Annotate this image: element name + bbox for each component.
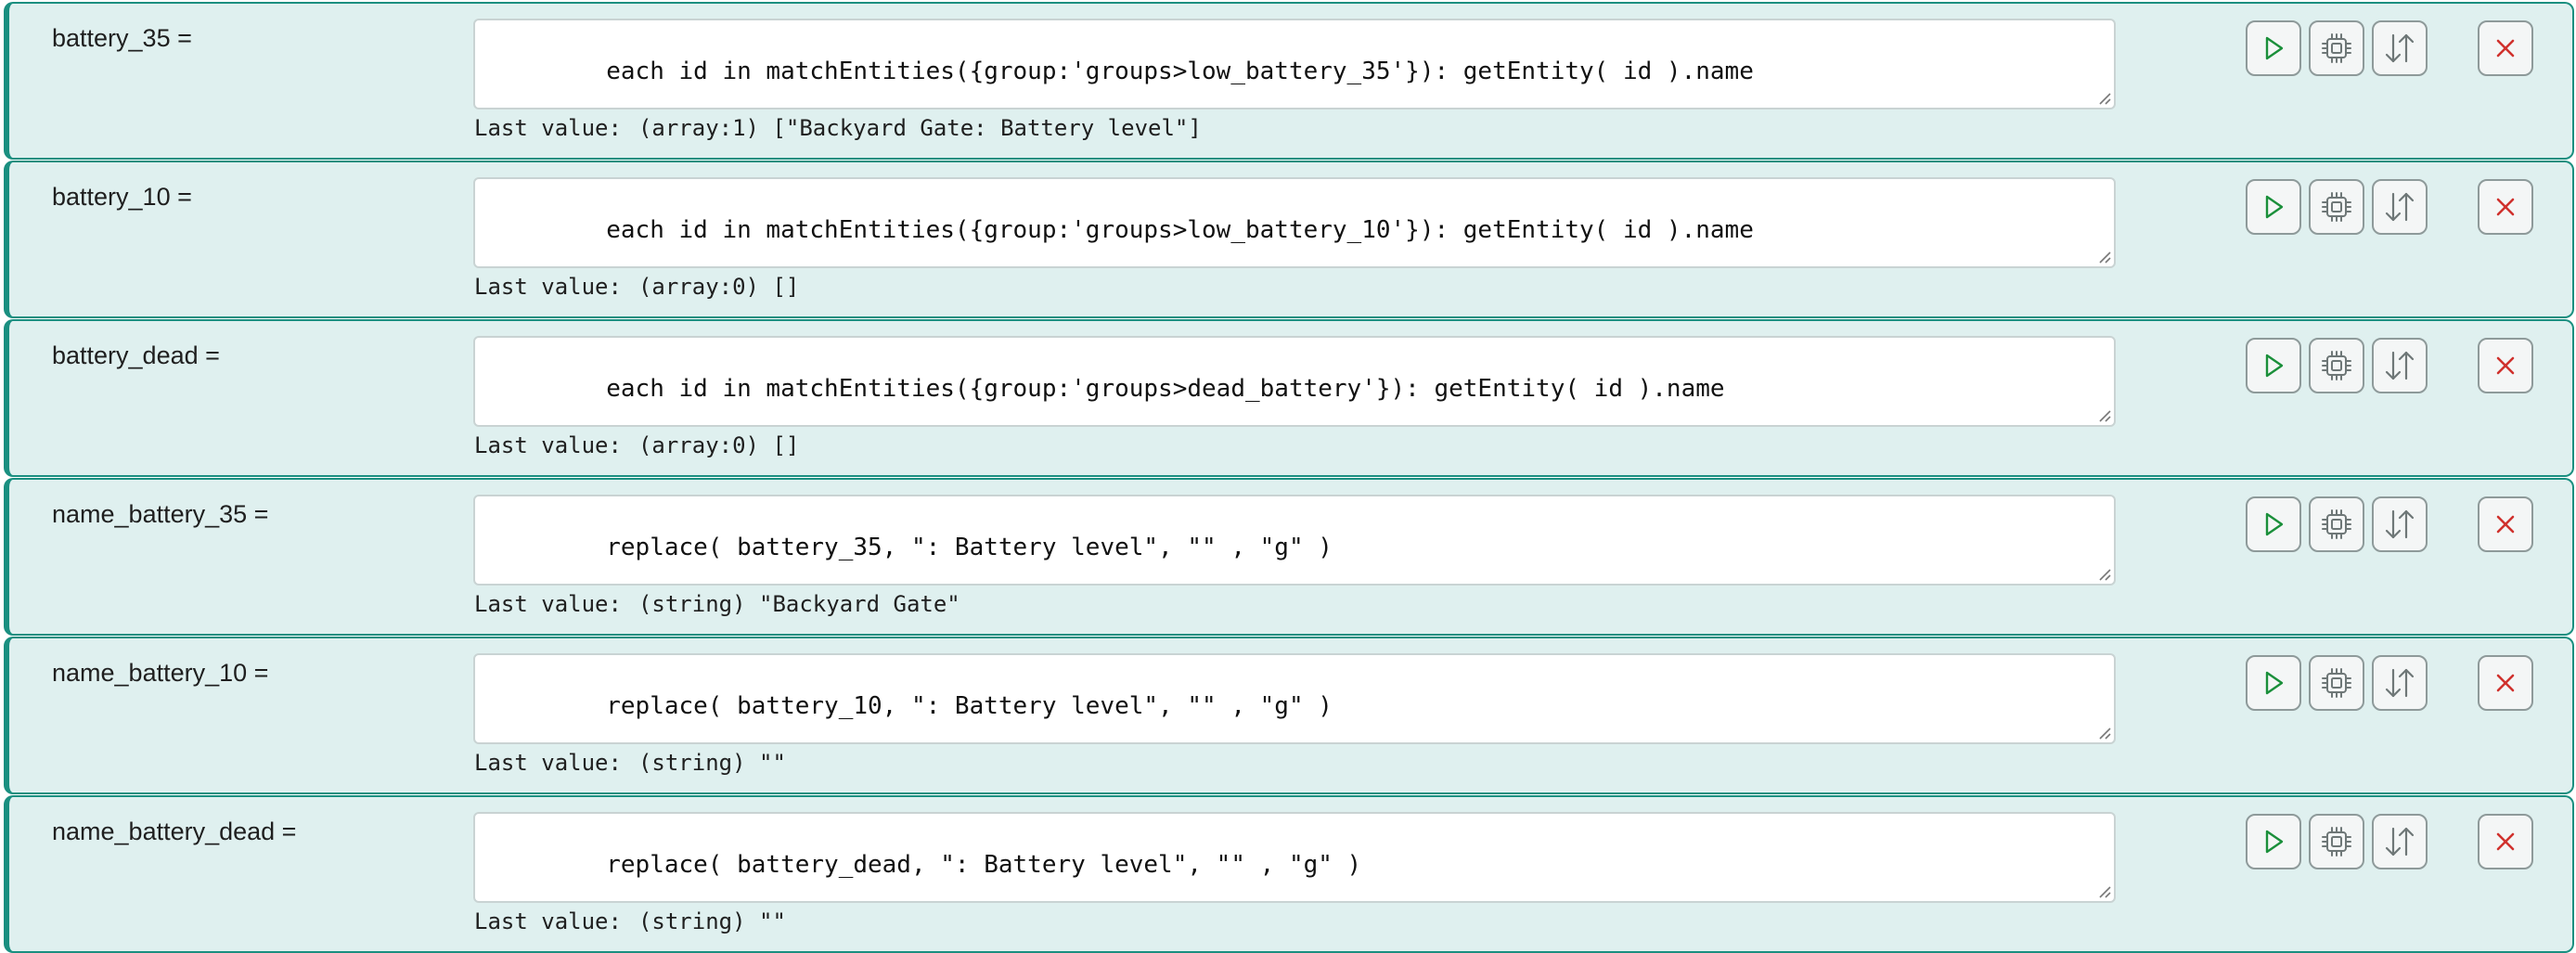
reorder-button[interactable] bbox=[2372, 179, 2428, 235]
variable-name: battery_35 = bbox=[52, 24, 192, 52]
cpu-chip-icon bbox=[2322, 827, 2351, 856]
last-value: Last value: (array:0) [] bbox=[474, 274, 799, 300]
variable-name: battery_dead = bbox=[52, 341, 220, 369]
delete-button[interactable] bbox=[2478, 20, 2533, 76]
expression-text[interactable]: each id in matchEntities({group:'groups>… bbox=[606, 375, 1725, 403]
close-icon bbox=[2496, 674, 2515, 692]
evaluate-button[interactable] bbox=[2309, 338, 2364, 393]
reorder-button[interactable] bbox=[2372, 814, 2428, 869]
run-button[interactable] bbox=[2246, 338, 2301, 393]
reorder-button[interactable] bbox=[2372, 20, 2428, 76]
last-value-text: (array:1) ["Backyard Gate: Battery level… bbox=[638, 115, 1202, 141]
last-value-label: Last value: bbox=[474, 908, 622, 934]
resize-handle-icon[interactable] bbox=[2096, 883, 2111, 898]
expression-text[interactable]: each id in matchEntities({group:'groups>… bbox=[606, 58, 1754, 85]
cpu-chip-icon bbox=[2322, 33, 2351, 63]
cpu-chip-icon bbox=[2322, 668, 2351, 698]
cpu-chip-icon bbox=[2322, 509, 2351, 539]
resize-handle-icon[interactable] bbox=[2096, 407, 2111, 422]
evaluate-button[interactable] bbox=[2309, 179, 2364, 235]
last-value-label: Last value: bbox=[474, 591, 622, 617]
run-button[interactable] bbox=[2246, 814, 2301, 869]
play-icon bbox=[2265, 830, 2284, 854]
resize-handle-icon[interactable] bbox=[2096, 249, 2111, 264]
delete-button[interactable] bbox=[2478, 179, 2533, 235]
expression-text[interactable]: replace( battery_10, ": Battery level", … bbox=[606, 692, 1333, 720]
close-icon bbox=[2496, 39, 2515, 58]
play-icon bbox=[2265, 512, 2284, 536]
expression-text[interactable]: replace( battery_35, ": Battery level", … bbox=[606, 534, 1333, 561]
last-value: Last value: (string) "" bbox=[474, 750, 786, 776]
sort-arrows-icon bbox=[2385, 33, 2415, 63]
run-button[interactable] bbox=[2246, 20, 2301, 76]
close-icon bbox=[2496, 356, 2515, 375]
expression-text[interactable]: replace( battery_dead, ": Battery level"… bbox=[606, 851, 1362, 879]
last-value-label: Last value: bbox=[474, 750, 622, 776]
evaluate-button[interactable] bbox=[2309, 496, 2364, 552]
delete-button[interactable] bbox=[2478, 496, 2533, 552]
play-icon bbox=[2265, 36, 2284, 60]
reorder-button[interactable] bbox=[2372, 496, 2428, 552]
expression-text[interactable]: each id in matchEntities({group:'groups>… bbox=[606, 216, 1754, 244]
sort-arrows-icon bbox=[2385, 192, 2415, 222]
variable-name: name_battery_dead = bbox=[52, 818, 297, 845]
run-button[interactable] bbox=[2246, 496, 2301, 552]
sort-arrows-icon bbox=[2385, 668, 2415, 698]
last-value-label: Last value: bbox=[474, 115, 622, 141]
delete-button[interactable] bbox=[2478, 814, 2533, 869]
run-button[interactable] bbox=[2246, 179, 2301, 235]
evaluate-button[interactable] bbox=[2309, 20, 2364, 76]
run-button[interactable] bbox=[2246, 655, 2301, 711]
variable-name: name_battery_10 = bbox=[52, 659, 269, 687]
expression-row: battery_35 = each id in matchEntities({g… bbox=[4, 2, 2574, 160]
reorder-button[interactable] bbox=[2372, 655, 2428, 711]
last-value: Last value: (array:1) ["Backyard Gate: Ba… bbox=[474, 115, 1202, 141]
evaluate-button[interactable] bbox=[2309, 814, 2364, 869]
expression-row: name_battery_dead = replace( battery_dea… bbox=[4, 795, 2574, 953]
expression-row: battery_dead = each id in matchEntities(… bbox=[4, 319, 2574, 477]
cpu-chip-icon bbox=[2322, 351, 2351, 380]
last-value-text: (string) "" bbox=[638, 908, 786, 934]
last-value-label: Last value: bbox=[474, 432, 622, 458]
expression-input[interactable]: each id in matchEntities({group:'groups>… bbox=[473, 177, 2116, 268]
last-value: Last value: (string) "Backyard Gate" bbox=[474, 591, 960, 617]
last-value-text: (string) "Backyard Gate" bbox=[638, 591, 960, 617]
resize-handle-icon[interactable] bbox=[2096, 90, 2111, 105]
close-icon bbox=[2496, 515, 2515, 534]
cpu-chip-icon bbox=[2322, 192, 2351, 222]
resize-handle-icon[interactable] bbox=[2096, 566, 2111, 581]
reorder-button[interactable] bbox=[2372, 338, 2428, 393]
expression-input[interactable]: replace( battery_dead, ": Battery level"… bbox=[473, 812, 2116, 903]
last-value-label: Last value: bbox=[474, 274, 622, 300]
expression-input[interactable]: each id in matchEntities({group:'groups>… bbox=[473, 336, 2116, 427]
play-icon bbox=[2265, 195, 2284, 219]
sort-arrows-icon bbox=[2385, 351, 2415, 380]
sort-arrows-icon bbox=[2385, 509, 2415, 539]
close-icon bbox=[2496, 198, 2515, 216]
sort-arrows-icon bbox=[2385, 827, 2415, 856]
last-value-text: (array:0) [] bbox=[638, 274, 800, 300]
expression-input[interactable]: replace( battery_10, ": Battery level", … bbox=[473, 653, 2116, 744]
play-icon bbox=[2265, 354, 2284, 378]
play-icon bbox=[2265, 671, 2284, 695]
expression-row: name_battery_35 = replace( battery_35, "… bbox=[4, 478, 2574, 636]
last-value-text: (string) "" bbox=[638, 750, 786, 776]
variable-name: name_battery_35 = bbox=[52, 500, 269, 528]
expression-row: name_battery_10 = replace( battery_10, "… bbox=[4, 637, 2574, 794]
last-value-text: (array:0) [] bbox=[638, 432, 800, 458]
last-value: Last value: (string) "" bbox=[474, 908, 786, 934]
last-value: Last value: (array:0) [] bbox=[474, 432, 799, 458]
expression-input[interactable]: replace( battery_35, ": Battery level", … bbox=[473, 495, 2116, 586]
delete-button[interactable] bbox=[2478, 655, 2533, 711]
expression-input[interactable]: each id in matchEntities({group:'groups>… bbox=[473, 19, 2116, 109]
expression-row: battery_10 = each id in matchEntities({g… bbox=[4, 161, 2574, 318]
delete-button[interactable] bbox=[2478, 338, 2533, 393]
evaluate-button[interactable] bbox=[2309, 655, 2364, 711]
resize-handle-icon[interactable] bbox=[2096, 725, 2111, 740]
close-icon bbox=[2496, 832, 2515, 851]
variable-name: battery_10 = bbox=[52, 183, 192, 211]
